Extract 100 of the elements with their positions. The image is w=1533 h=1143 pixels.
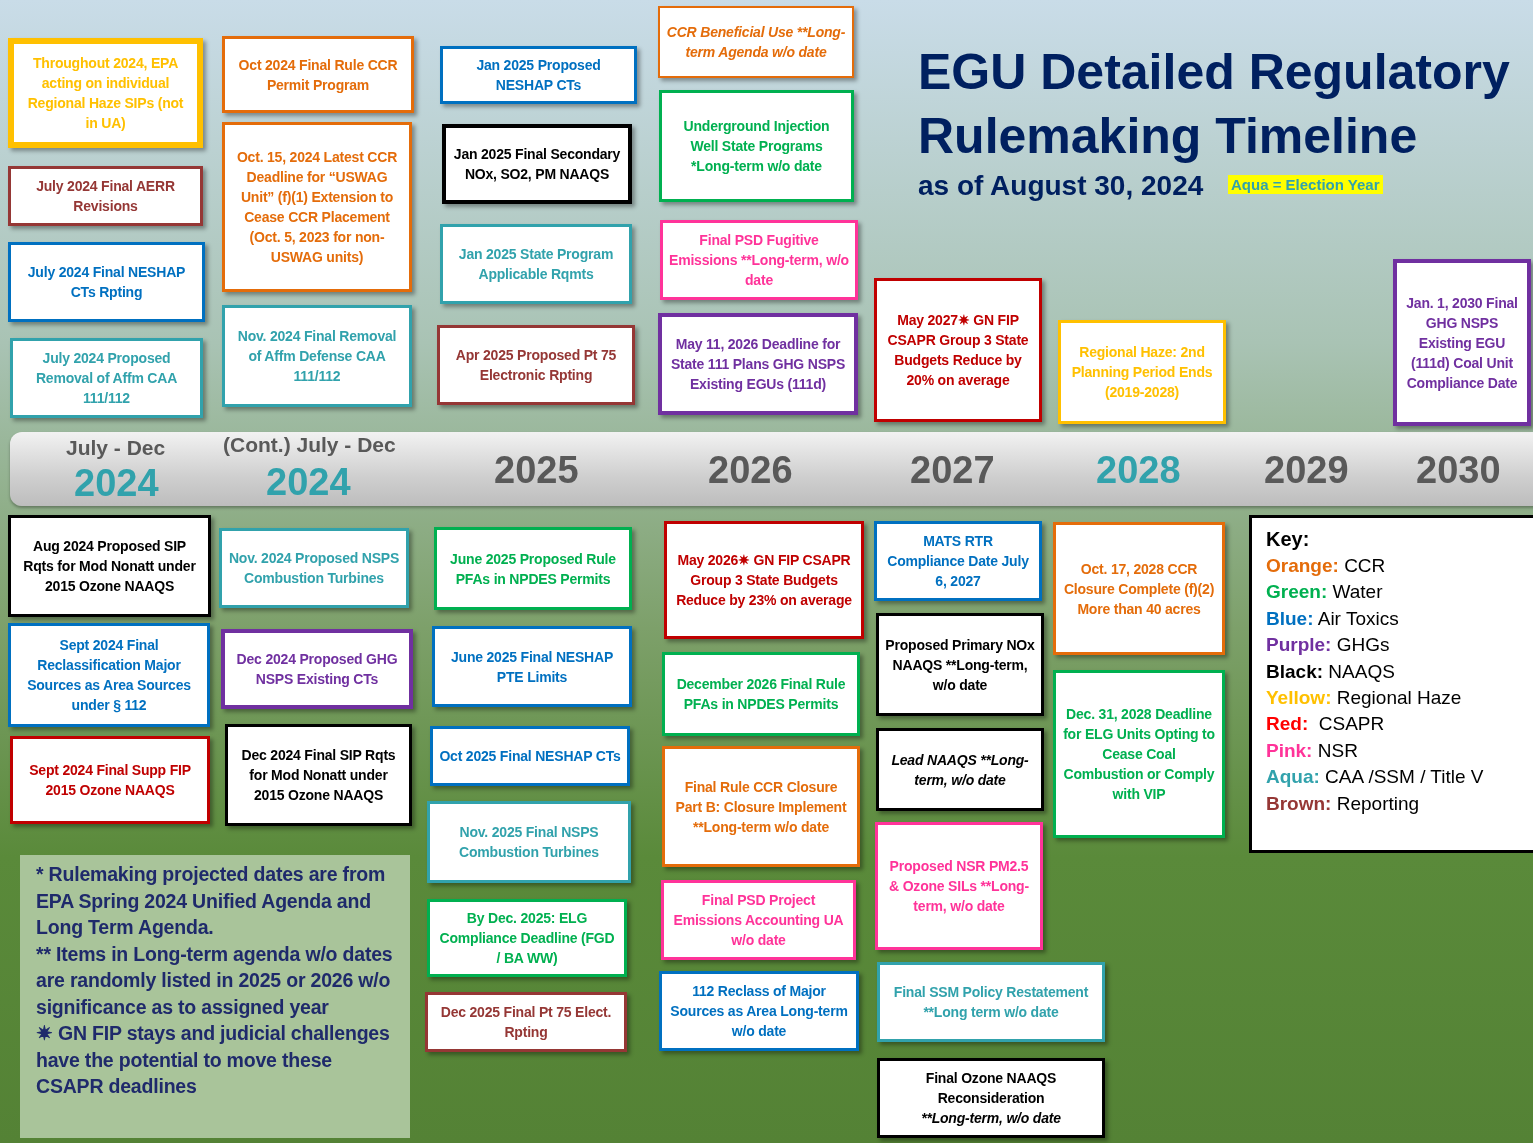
event-box — [10, 338, 203, 418]
event-text: Apr 2025 Proposed Pt 75 Electronic Rpting — [454, 346, 618, 385]
event-text: Dec. 31, 2028 Deadline for ELG Units Opting to Cease Coal Combustion or Comply with VIP — [1062, 705, 1216, 804]
event-text: Jan 2025 State Program Applicable Rqmts — [457, 245, 615, 284]
legend-key-word: Black: — [1266, 660, 1324, 682]
year-label: 2026 — [708, 449, 793, 492]
event-box — [874, 278, 1042, 422]
event-box — [658, 6, 854, 78]
event-box — [8, 38, 203, 148]
event-text: CCR Beneficial Use **Long-term Agenda w/o date — [666, 23, 846, 62]
event-text: By Dec. 2025: ELG Compliance Deadline (FGD / BA WW) — [438, 909, 616, 968]
event-text: **Long-term, w/o date — [921, 1109, 1061, 1128]
event-text: Dec 2024 Proposed GHG NSPS Existing CTs — [235, 650, 399, 689]
note-panel — [20, 855, 410, 1138]
event-box — [425, 992, 627, 1052]
legend-label: CAA /SSM / Title V — [1324, 766, 1484, 788]
event-box — [8, 166, 203, 226]
event-text: Final SSM Policy Restatement **Long term w/o date — [892, 983, 1090, 1022]
event-text: 112 Reclass of Major Sources as Area Long-term w/o date — [669, 982, 849, 1041]
event-box — [660, 220, 858, 300]
event-text: Sept 2024 Final Supp FIP 2015 Ozone NAAQS — [28, 761, 192, 800]
year-label: 2024 — [74, 462, 159, 505]
event-text: Underground Injection Well State Programs *Long-term w/o date — [682, 117, 831, 176]
event-box — [659, 971, 859, 1051]
event-box — [440, 224, 632, 304]
event-text: December 2026 Final Rule PFAs in NPDES Permits — [675, 675, 847, 714]
legend-label: NSR — [1316, 739, 1358, 761]
legend-key-word: Green: — [1266, 581, 1328, 603]
event-box — [875, 822, 1043, 950]
event-box — [662, 652, 860, 736]
event-box — [1058, 320, 1226, 424]
event-text: July 2024 Proposed Removal of Affm CAA 111/112 — [34, 349, 179, 408]
event-box — [432, 626, 632, 707]
event-box — [662, 746, 860, 867]
event-text: Nov. 2024 Proposed NSPS Combustion Turbines — [228, 549, 400, 588]
event-text: July 2024 Final NESHAP CTs Rpting — [26, 263, 187, 302]
event-box — [442, 124, 632, 204]
event-box — [1053, 522, 1225, 655]
event-box — [437, 325, 635, 405]
event-box — [659, 90, 854, 202]
event-box — [225, 724, 412, 826]
legend-key-word: Brown: — [1266, 792, 1332, 814]
legend-key-word: Red: — [1266, 713, 1309, 735]
legend-key-word: Orange: — [1266, 555, 1339, 576]
footnote-text: ✷ GN FIP stays and judicial challenges have the potential to move these CSAPR deadlines — [36, 1021, 391, 1099]
event-text: May 11, 2026 Deadline for State 111 Plans GHG NSPS Existing EGUs (111d) — [669, 335, 847, 394]
event-box — [877, 962, 1105, 1042]
legend-label: Water — [1331, 581, 1383, 603]
event-box — [10, 736, 210, 824]
event-text: May 2027✷ GN FIP CSAPR Group 3 State Budgets Reduce by 20% on average — [886, 311, 1030, 390]
event-box — [874, 521, 1042, 601]
event-text: Nov. 2025 Final NSPS Combustion Turbines — [458, 823, 600, 862]
legend-label: CCR — [1343, 555, 1386, 576]
event-text: Nov. 2024 Final Removal of Affm Defense CAA 111/112 — [236, 327, 398, 386]
event-text: Oct. 15, 2024 Latest CCR Deadline for “USWAG Unit” (f)(1) Extension to Cease CCR Placement (Oct. 5, 2023 for non-USWAG units) — [235, 148, 399, 267]
year-label: 2028 — [1096, 449, 1181, 492]
event-text: Sept 2024 Final Reclassification Major Sources as Area Sources under § 112 — [26, 636, 192, 715]
event-box — [222, 122, 412, 292]
event-text: Dec 2025 Final Pt 75 Elect. Rpting — [439, 1003, 613, 1042]
event-box — [876, 613, 1044, 716]
event-box — [222, 36, 414, 113]
legend-label: Reporting — [1335, 792, 1420, 814]
year-label: 2024 — [266, 461, 351, 504]
event-text: Dec 2024 Final SIP Rqts for Mod Nonatt under 2015 Ozone NAAQS — [240, 746, 397, 805]
legend-key-word: Yellow: — [1266, 687, 1332, 709]
event-box — [877, 1058, 1105, 1138]
legend-label: Regional Haze — [1335, 687, 1462, 709]
footnote-text: * Rulemaking projected dates are from EPA Spring 2024 Unified Agenda and Long Term Agenda. — [36, 862, 387, 940]
event-text: Lead NAAQS **Long-term, w/o date — [890, 750, 1030, 790]
event-text: Final PSD Project Emissions Accounting UA w/o date — [672, 891, 845, 950]
event-text: MATS RTR Compliance Date July 6, 2027 — [886, 532, 1030, 591]
event-box — [876, 728, 1044, 811]
highlight-note: Aqua = Election Year — [1228, 175, 1383, 194]
legend-key-word: Pink: — [1266, 739, 1313, 761]
event-text: Oct 2025 Final NESHAP CTs — [439, 747, 621, 766]
event-text: June 2025 Final NESHAP PTE Limits — [449, 647, 615, 687]
event-text: Final Ozone NAAQS Reconsideration — [924, 1069, 1058, 1108]
event-box — [222, 305, 412, 407]
footnote-text: ** Items in Long-term agenda w/o dates are randomly listed in 2025 or 2026 w/o significance as to assigned year — [36, 941, 394, 1020]
title: EGU Detailed Regulatory Rulemaking Timeline — [918, 43, 1511, 166]
event-text: Final Rule CCR Closure Part B: Closure Implement **Long-term w/o date — [674, 777, 848, 837]
year-label: 2030 — [1416, 449, 1501, 492]
event-text: May 2026✷ GN FIP CSAPR Group 3 State Budgets Reduce by 23% on average — [675, 551, 853, 610]
event-text: Jan 2025 Final Secondary NOx, SO2, PM NAAQS — [452, 145, 622, 184]
year-label: (Cont.) July - Dec — [223, 433, 396, 457]
event-box — [8, 242, 205, 322]
event-box — [664, 521, 864, 639]
legend-key-word: Purple: — [1266, 634, 1332, 656]
event-box — [427, 899, 627, 977]
event-box — [8, 623, 210, 727]
event-box — [427, 801, 631, 883]
event-box — [661, 880, 856, 960]
legend-key-word: Aqua: — [1266, 766, 1320, 788]
legend-label: CSAPR — [1317, 713, 1385, 735]
year-label: 2027 — [910, 449, 995, 492]
year-label: 2029 — [1264, 449, 1349, 492]
event-box — [658, 313, 858, 415]
event-text: Oct. 17, 2028 CCR Closure Complete (f)(2) More than 40 acres — [1062, 559, 1216, 619]
event-box — [434, 527, 632, 610]
key-heading: Key: — [1266, 527, 1311, 552]
